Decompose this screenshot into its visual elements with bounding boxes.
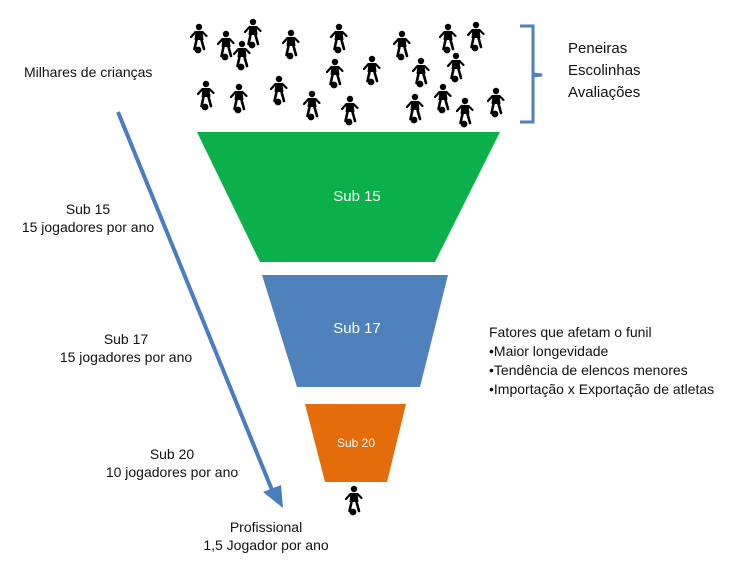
professional-label: Profissional 1,5 Jogador por ano <box>186 518 346 554</box>
factors-box: Fatores que afetam o funil •Maior longev… <box>489 323 714 399</box>
factors-title: Fatores que afetam o funil <box>489 324 652 340</box>
funnel-stage-sub15 <box>197 132 500 262</box>
side-label-sub17: Sub 17 15 jogadores por ano <box>46 330 206 366</box>
funnel-label-sub15: Sub 15 <box>333 188 381 205</box>
soccer-player-icon <box>486 86 505 119</box>
soccer-player-icon <box>232 39 251 72</box>
side-label-sub15: Sub 15 15 jogadores por ano <box>8 200 168 236</box>
soccer-player-icon <box>433 82 452 115</box>
source-item: Escolinhas <box>568 62 641 79</box>
side-label-title: Sub 15 <box>65 201 111 217</box>
funnel-stage-sub17 <box>262 275 448 387</box>
factor-item: •Tendência de elencos menores <box>489 362 688 378</box>
side-label-sub20: Sub 20 10 jogadores por ano <box>92 445 252 481</box>
children-crowd <box>189 17 505 129</box>
soccer-player-icon <box>329 22 348 55</box>
soccer-player-icon <box>216 29 235 62</box>
soccer-player-icon <box>455 96 474 129</box>
soccer-player-icon <box>344 484 363 517</box>
side-label-detail: 15 jogadores por ano <box>21 219 155 235</box>
source-item: Peneiras <box>568 40 628 57</box>
soccer-player-icon <box>362 54 381 87</box>
source-item: Avaliações <box>568 84 641 101</box>
soccer-player-icon <box>281 28 300 61</box>
soccer-player-icon <box>243 17 262 50</box>
soccer-player-icon <box>229 82 248 115</box>
soccer-player-icon <box>302 89 321 122</box>
soccer-player-icon <box>189 22 208 55</box>
side-label-detail: 10 jogadores por ano <box>105 464 239 480</box>
side-label-title: Sub 17 <box>103 331 149 347</box>
professional-detail: 1,5 Jogador por ano <box>203 537 329 553</box>
sources-bracket <box>520 24 543 124</box>
soccer-player-icon <box>405 92 424 125</box>
soccer-player-icon <box>446 51 465 84</box>
funnel-stage-sub20 <box>305 404 406 482</box>
children-label: Milhares de crianças <box>24 64 153 80</box>
funnel-label-sub20: Sub 20 <box>336 436 376 450</box>
soccer-player-icon <box>269 74 288 107</box>
sources-list: Peneiras Escolinhas Avaliações <box>568 38 641 104</box>
soccer-player-icon <box>340 94 359 127</box>
side-label-detail: 15 jogadores por ano <box>59 349 193 365</box>
progression-arrow-head <box>263 485 283 508</box>
progression-arrow-shaft <box>116 111 274 491</box>
side-label-title: Sub 20 <box>149 446 195 462</box>
soccer-player-icon <box>196 79 215 112</box>
soccer-player-icon <box>466 20 485 53</box>
soccer-player-icon <box>325 57 344 90</box>
professional-title: Profissional <box>229 519 303 535</box>
soccer-player-icon <box>392 29 411 62</box>
soccer-player-icon <box>411 56 430 89</box>
funnel-label-sub17: Sub 17 <box>333 320 381 337</box>
soccer-player-icon <box>438 22 457 55</box>
factor-item: •Importação x Exportação de atletas <box>489 381 715 397</box>
factor-item: •Maior longevidade <box>489 343 609 359</box>
